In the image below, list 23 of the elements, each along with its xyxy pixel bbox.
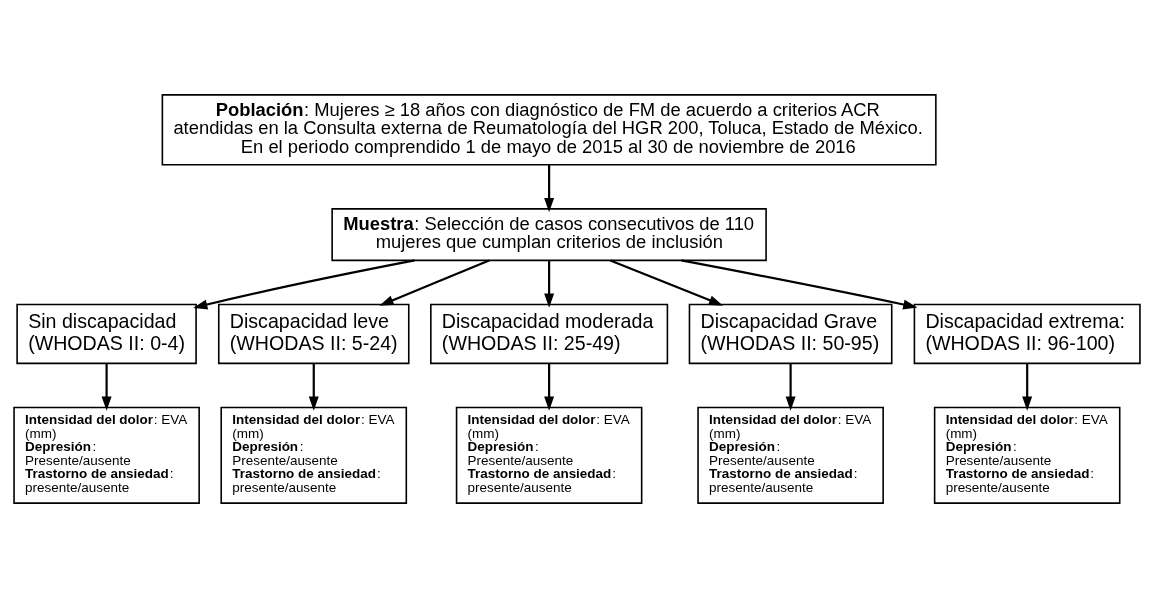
node-box: Discapacidad leve (WHODAS II: 5-24) — [217, 303, 410, 365]
node-box: Sin discapacidad (WHODAS II: 0-4) — [16, 303, 197, 365]
arrow — [379, 259, 490, 306]
arrow — [785, 363, 796, 411]
node-box: Intensidad del dolor: EVA (mm) Depresión: Presente/ausente Trastorno de ansiedad: presente/ausente — [220, 406, 408, 504]
node-box: Discapacidad extrema: (WHODAS II: 96-100) — [913, 303, 1141, 365]
node-box: Muestra: Selección de casos consecutivos de 110 mujeres que cumplan criterios de inclusión — [331, 208, 767, 262]
node-box: Discapacidad Grave (WHODAS II: 50-95) — [688, 303, 893, 365]
node-box: Intensidad del dolor: EVA (mm) Depresión: Presente/ausente Trastorno de ansiedad: presente/ausente — [933, 406, 1121, 504]
node-box: Discapacidad moderada (WHODAS II: 25-49) — [430, 303, 669, 365]
arrow — [101, 363, 112, 411]
arrow — [544, 363, 555, 411]
arrow — [609, 259, 724, 306]
node-box: Intensidad del dolor: EVA (mm) Depresión: Presente/ausente Trastorno de ansiedad: presente/ausente — [13, 406, 200, 504]
node-box: Intensidad del dolor: EVA (mm) Depresión: Presente/ausente Trastorno de ansiedad: presente/ausente — [697, 406, 884, 504]
arrow — [544, 165, 555, 213]
node-box: Intensidad del dolor: EVA (mm) Depresión: Presente/ausente Trastorno de ansiedad: presente/ausente — [455, 406, 643, 504]
arrow — [193, 259, 415, 310]
arrow — [308, 363, 319, 411]
arrow — [544, 260, 555, 308]
arrow — [1022, 363, 1033, 411]
node-box: Población: Mujeres ≥ 18 años con diagnóstico de FM de acuerdo a criterios ACR atendidas en la Consulta externa de Reumatología del HGR 200, Toluca, Estado de México. En el periodo comprendido 1 de mayo de 2015 al 30 de noviembre de 2016 — [161, 94, 937, 166]
arrow — [681, 259, 918, 310]
